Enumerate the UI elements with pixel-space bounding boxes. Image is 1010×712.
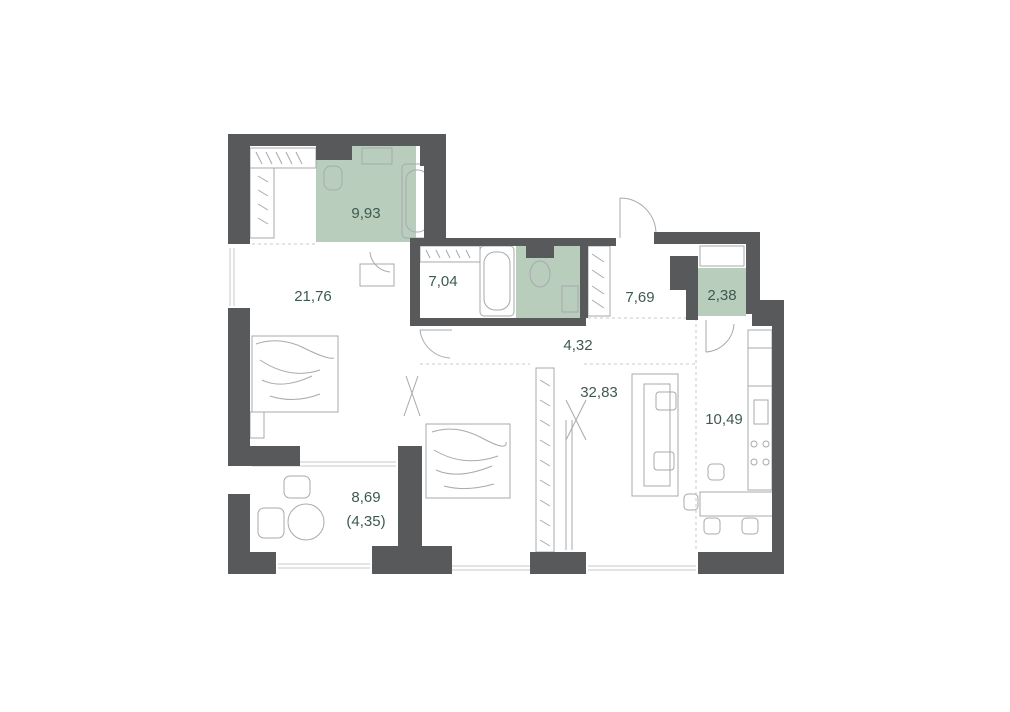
area-label-living-room: 32,83 <box>580 384 618 401</box>
area-label-balcony: 8,69 <box>351 489 380 506</box>
walls[interactable] <box>228 134 784 574</box>
room-labels: 9,93 21,76 7,04 7,69 2,38 4,32 32,83 10,… <box>294 205 743 530</box>
area-label-bedroom-1: 21,76 <box>294 288 332 305</box>
wall-left[interactable] <box>228 308 250 464</box>
area-label-balcony-reduced: (4,35) <box>346 513 385 530</box>
area-label-bathroom-main: 9,93 <box>351 205 380 222</box>
furniture <box>249 147 775 553</box>
area-label-bathroom-2: 7,04 <box>428 273 457 290</box>
wall-right-top[interactable] <box>654 232 758 244</box>
wet-zone-main-bath <box>316 146 416 242</box>
light-lines <box>229 243 697 571</box>
area-label-hall: 4,32 <box>563 337 592 354</box>
wall-top-left[interactable] <box>228 134 446 146</box>
sofa <box>631 373 679 497</box>
wall-right[interactable] <box>772 300 784 574</box>
dining-table <box>699 491 775 517</box>
bed-2 <box>425 423 511 499</box>
bed-1 <box>251 335 339 413</box>
wet-zone-storage <box>698 268 746 316</box>
area-label-kitchen: 10,49 <box>705 411 743 428</box>
area-label-wardrobe: 7,69 <box>625 289 654 306</box>
toilet-main <box>323 165 343 191</box>
bathtub-second <box>479 245 515 317</box>
area-label-storage: 2,38 <box>707 287 736 304</box>
wall-second-bath[interactable] <box>410 238 616 246</box>
